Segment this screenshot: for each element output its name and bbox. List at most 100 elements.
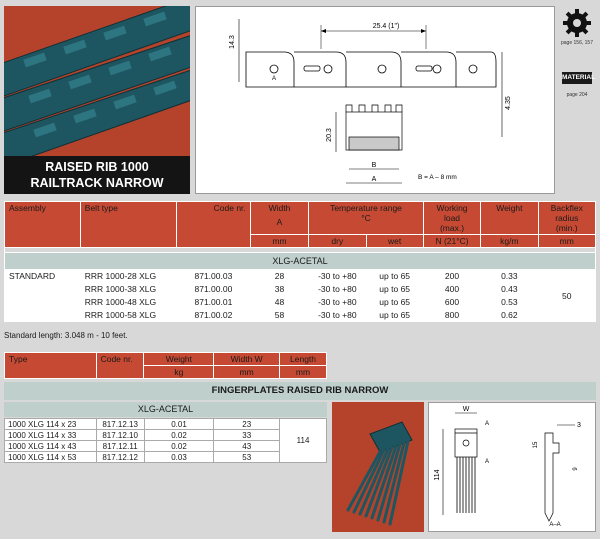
table-row: 1000 XLG 114 x 33 817.12.10 0.02 33: [4, 429, 327, 441]
cell-belt: RRR 1000-48 XLG: [79, 295, 178, 309]
cell-dry: -30 to +80: [308, 295, 367, 309]
fp-unit-weight: kg: [143, 365, 215, 379]
side-dimension: 4.35: [505, 96, 512, 110]
header-width-label: Width: [268, 203, 291, 213]
fp-cell-weight: 0.02: [143, 440, 215, 452]
header-temperature: Temperature range °C: [308, 201, 424, 235]
fp-cell-width: 43: [213, 440, 281, 452]
header-assembly: Assembly: [4, 201, 81, 248]
fp-header-weight: Weight: [143, 352, 215, 366]
fingerplate-photo: [332, 402, 424, 532]
chain-image: [4, 6, 190, 156]
fp-cell-width: 23: [213, 418, 281, 430]
header-load-label: Working load: [436, 203, 468, 223]
cell-load: 400: [422, 282, 482, 296]
header-backflex-label: Backflex radius: [550, 203, 583, 223]
belt-drawing-svg: 25.4 (1") 14.3 A 4.35: [229, 19, 512, 184]
cell-load: 200: [422, 269, 482, 283]
cell-code: 871.00.03: [176, 269, 251, 283]
cell-load: 600: [422, 295, 482, 309]
fp-section-marker-bottom: A: [485, 459, 489, 465]
table-row: RRR 1000-38 XLG 871.00.00 38 -30 to +80 …: [5, 282, 596, 296]
header-width-symbol: A: [276, 217, 283, 227]
cell-load: 800: [422, 308, 482, 322]
sprocket-icon[interactable]: [562, 8, 592, 38]
fp-material-band: XLG-ACETAL: [4, 402, 327, 417]
dimension-a: A: [372, 176, 377, 183]
cell-wet: up to 65: [365, 308, 424, 322]
fp-header-length: Length: [279, 352, 327, 366]
cell-dry: -30 to +80: [308, 269, 367, 283]
header-temperature-label: Temperature range: [330, 203, 402, 213]
fingerplate-drawing: W 114 A A 3 15 9 A–A: [428, 402, 596, 532]
fp-length-dimension: 114: [434, 469, 441, 480]
dimension-formula: B = A – 8 mm: [418, 174, 457, 181]
unit-backflex: mm: [537, 234, 597, 248]
fp-header-type: Type: [4, 352, 97, 379]
unit-load: N (21°C): [422, 234, 482, 248]
header-temperature-unit: °C: [361, 213, 371, 223]
backflex-cell: 50: [537, 269, 597, 322]
reference-icons: page 156, 157 MATERIAL page 204: [558, 6, 596, 194]
material-icon[interactable]: MATERIAL: [562, 72, 595, 84]
header-belt-type: Belt type: [79, 201, 178, 248]
fp-dim-3: 3: [577, 422, 581, 429]
table-row: 1000 XLG 114 x 23 817.12.13 0.01 23 114: [4, 418, 327, 463]
header-load: Working load (max.): [422, 201, 482, 235]
cell-weight: 0.43: [480, 282, 539, 296]
rib-height-dimension: 20.3: [326, 128, 333, 142]
fingerplates-title: FINGERPLATES RAISED RIB NARROW: [4, 382, 596, 400]
table-row: RRR 1000-48 XLG 871.00.01 48 -30 to +80 …: [5, 295, 596, 309]
fp-header-width: Width W: [213, 352, 281, 366]
table-row: RRR 1000-58 XLG 871.00.02 58 -30 to +80 …: [5, 308, 596, 322]
cell-weight: 0.53: [480, 295, 539, 309]
cell-dry: -30 to +80: [308, 308, 367, 322]
fp-cell-type: 1000 XLG 114 x 53: [4, 451, 97, 463]
product-photo: RAISED RIB 1000 RAILTRACK NARROW: [4, 6, 190, 194]
unit-width: mm: [249, 234, 310, 248]
cell-wet: up to 65: [365, 282, 424, 296]
fp-cell-code: 817.12.12: [95, 451, 145, 463]
fp-header-code: Code nr.: [95, 352, 145, 379]
fp-cell-code: 817.12.11: [95, 440, 145, 452]
cell-belt: RRR 1000-28 XLG: [79, 269, 178, 283]
cell-belt: RRR 1000-58 XLG: [79, 308, 178, 322]
svg-text:A: A: [272, 76, 276, 82]
product-title-line1: RAISED RIB 1000: [45, 160, 149, 174]
product-title-line2: RAILTRACK NARROW: [30, 176, 164, 190]
fp-section-label: A–A: [549, 522, 560, 528]
technical-drawing: 25.4 (1") 14.3 A 4.35: [195, 6, 555, 194]
assembly-cell: STANDARD: [4, 269, 81, 322]
fingerplate-header-table: Type Code nr. Weight Width W Length kg m…: [4, 352, 327, 379]
pitch-dimension: 25.4 (1"): [373, 23, 400, 30]
cell-code: 871.00.01: [176, 295, 251, 309]
fp-section-marker-top: A: [485, 421, 489, 427]
unit-temp-dry: dry: [308, 234, 367, 248]
fp-w-dimension: W: [463, 406, 470, 413]
cell-weight: 0.33: [480, 269, 539, 283]
table-row: 1000 XLG 114 x 43 817.12.11 0.02 43: [4, 440, 327, 452]
fingerplate-drawing-svg: W 114 A A 3 15 9 A–A: [434, 406, 581, 528]
fp-cell-code: 817.12.10: [95, 429, 145, 441]
material-band: XLG-ACETAL: [4, 252, 596, 270]
cell-width: 48: [249, 295, 310, 309]
fp-cell-type: 1000 XLG 114 x 33: [4, 429, 97, 441]
fp-unit-length: mm: [279, 365, 327, 379]
table-row: STANDARD RRR 1000-28 XLG 871.00.03 28 -3…: [4, 269, 597, 322]
unit-temp-wet: wet: [365, 234, 424, 248]
sprocket-page-ref: page 156, 157: [561, 40, 593, 46]
header-load-max: (max.): [439, 223, 465, 233]
cell-width: 58: [249, 308, 310, 322]
standard-length-note: Standard length: 3.048 m - 10 feet.: [4, 331, 128, 340]
fp-cell-width: 33: [213, 429, 281, 441]
cell-dry: -30 to +80: [308, 282, 367, 296]
cell-belt: RRR 1000-38 XLG: [79, 282, 178, 296]
fp-unit-width: mm: [213, 365, 281, 379]
unit-weight: kg/m: [480, 234, 539, 248]
fingerplate-data-table: 1000 XLG 114 x 23 817.12.13 0.01 23 114 …: [4, 418, 327, 463]
dimension-b: B: [372, 162, 377, 169]
cell-width: 28: [249, 269, 310, 283]
fingerplate-image: [332, 402, 424, 532]
fp-cell-code: 817.12.13: [95, 418, 145, 430]
cell-wet: up to 65: [365, 269, 424, 283]
